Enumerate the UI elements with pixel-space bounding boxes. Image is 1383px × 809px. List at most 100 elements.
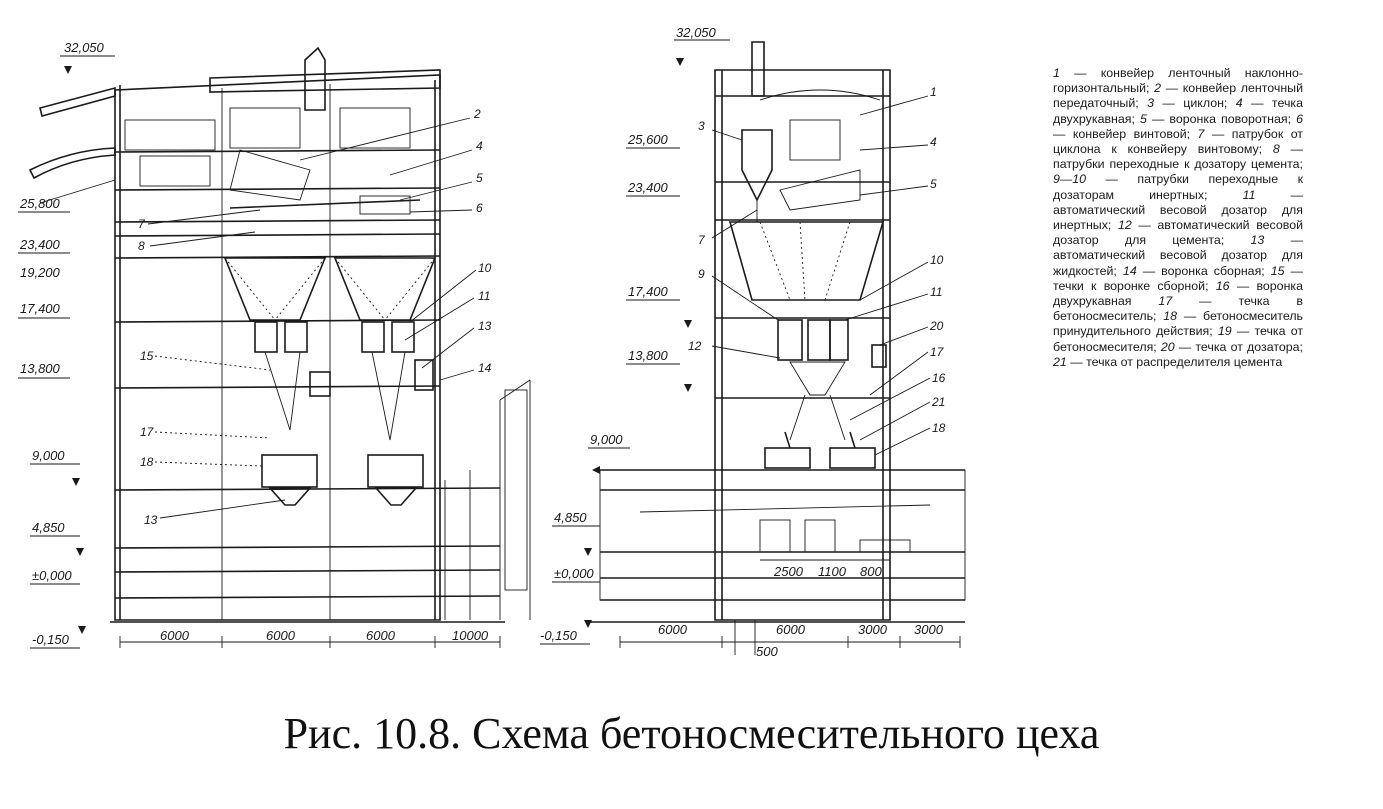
legend: 1 — конвейер ленточный наклонно-горизонт…	[1053, 66, 1303, 370]
elevation-label: 13,800	[628, 348, 669, 363]
callout-number: 13	[144, 513, 158, 527]
elevation-label: ±0,000	[554, 566, 594, 581]
inclined-conveyor-1	[39, 86, 116, 117]
figure-caption: Рис. 10.8. Схема бетоносмесительного цех…	[283, 709, 1100, 758]
elevation-label: 23,400	[19, 237, 61, 252]
callout-number: 4	[476, 139, 483, 153]
callout-number: 7	[698, 233, 706, 247]
legend-item-text: — течка от распределителя цемента	[1066, 354, 1283, 369]
callout-number: 10	[930, 253, 944, 267]
callout-number: 11	[930, 285, 942, 299]
left-section	[28, 46, 531, 648]
callout-number: 17	[140, 425, 155, 439]
legend-item: 3 — циклон;	[1147, 96, 1236, 110]
legend-item-number: 4	[1235, 96, 1243, 111]
callout-number: 6	[476, 201, 483, 215]
legend-item-text: — течка в бетоносмеситель;	[1053, 294, 1304, 324]
elevation-label: 4,850	[32, 520, 65, 535]
left-stack	[304, 46, 326, 111]
callout-number: 2	[473, 107, 481, 121]
dimension-label: 6000	[266, 628, 296, 643]
legend-item-text: — бетоносмеситель принудительного действ…	[1053, 309, 1304, 339]
elevation-label: 19,200	[20, 265, 61, 280]
callout-number: 10	[478, 261, 492, 275]
legend-item: 8 — патрубки переходные к дозатору цемен…	[1053, 142, 1303, 171]
left-dimensions: 6000 6000 6000 10000	[160, 628, 489, 643]
dimension-label: 2500	[773, 564, 804, 579]
callout-number: 4	[930, 135, 937, 149]
right-stack	[751, 41, 765, 97]
dimension-label: 6000	[160, 628, 190, 643]
inclined-conveyor-2	[28, 147, 116, 180]
right-callouts: 1 3 4 5 7 9 10 11 12 20 17 16 21 18	[688, 85, 946, 456]
elevation-label: -0,150	[540, 628, 578, 643]
callout-number: 18	[932, 421, 946, 435]
legend-item-number: 15	[1270, 263, 1285, 278]
callout-number: 5	[476, 171, 483, 185]
legend-item: 21 — течка от распределителя цемента	[1053, 355, 1282, 369]
dimension-label: 6000	[366, 628, 396, 643]
legend-item-text: — течки к воронке сборной;	[1053, 263, 1303, 293]
legend-item-text: — воронка сборная;	[1136, 263, 1271, 278]
elevation-label: 25,600	[627, 132, 669, 147]
legend-item-text: — автоматический весовой дозатор для цем…	[1053, 218, 1304, 248]
elevation-label: 32,050	[64, 40, 105, 55]
right-elevation-marks: 32,050 25,600 23,400 17,400 13,800 9,000…	[540, 25, 730, 645]
legend-item: 13 — автоматический весовой дозатор для …	[1053, 233, 1303, 277]
legend-item: 2 — конвейер ленточный передаточный;	[1053, 81, 1303, 110]
legend-item-number: 17	[1158, 294, 1173, 309]
legend-item: 11 — автоматический весовой дозатор для …	[1053, 188, 1303, 232]
callout-number: 15	[140, 349, 154, 363]
legend-item-number: 1	[1053, 66, 1060, 80]
legend-item-number: 19	[1217, 324, 1232, 339]
dimension-label: 6000	[776, 622, 806, 637]
legend-item-text: — автоматический весовой дозатор для жид…	[1053, 233, 1303, 278]
callout-number: 7	[138, 217, 146, 231]
dimension-label: 6000	[658, 622, 688, 637]
legend-item-text: — течка от бетоносмесителя;	[1053, 324, 1304, 354]
legend-item: 7 — патрубок от циклона к конвейеру винт…	[1053, 127, 1303, 156]
left-bunker-1	[223, 257, 327, 321]
dimension-label: 1100	[818, 564, 847, 579]
legend-item-number: 11	[1242, 187, 1256, 202]
elevation-label: 17,400	[628, 284, 669, 299]
legend-item: 6 — конвейер винтовой;	[1053, 112, 1303, 141]
legend-item: 18 — бетоносмеситель принудительного дей…	[1053, 309, 1303, 338]
elevation-label: 25,800	[19, 196, 61, 211]
legend-item-text: — циклон;	[1154, 96, 1236, 111]
dimension-label: 500	[756, 644, 778, 659]
legend-item-number: 18	[1163, 309, 1178, 324]
legend-item-number: 9—10	[1053, 172, 1087, 187]
legend-item: 5 — воронка поворотная;	[1140, 112, 1296, 126]
callout-number: 8	[138, 239, 145, 253]
legend-item-text: — конвейер ленточный наклонно-горизонтал…	[1053, 66, 1303, 96]
legend-item-text: — течка от дозатора;	[1174, 339, 1303, 354]
legend-item-text: — патрубки переходные к дозаторам инертн…	[1053, 172, 1303, 202]
left-mixer-1	[261, 454, 318, 488]
callout-number: 1	[930, 85, 937, 99]
left-elevation-marks: 32,050 25,800 23,400 19,200 17,400 13,80…	[18, 40, 115, 649]
legend-item-text: — воронка поворотная;	[1146, 111, 1297, 126]
legend-item-number: 16	[1215, 278, 1230, 293]
elevation-label: ±0,000	[32, 568, 72, 583]
legend-item-number: 20	[1160, 339, 1175, 354]
callout-number: 9	[698, 267, 705, 281]
legend-item-number: 12	[1117, 218, 1132, 233]
legend-item: 20 — течка от дозатора;	[1161, 340, 1303, 354]
right-mixer-2	[829, 447, 876, 469]
legend-item: 17 — течка в бетоносмеситель;	[1053, 294, 1303, 323]
left-building-outline	[114, 74, 441, 621]
elevation-label: 9,000	[590, 432, 623, 447]
legend-item: 15 — течки к воронке сборной;	[1053, 264, 1303, 293]
legend-item: 14 — воронка сборная;	[1123, 264, 1271, 278]
callout-number: 11	[478, 289, 490, 303]
legend-item-number: 2	[1154, 81, 1162, 96]
legend-item-number: 5	[1140, 111, 1147, 126]
left-callouts: 2 4 5 6 7 8 10 11 13 14 15 17 18 13	[138, 107, 492, 527]
elevation-label: -0,150	[32, 632, 70, 647]
legend-item-text: — конвейер винтовой;	[1053, 126, 1198, 141]
elevation-label: 13,800	[20, 361, 61, 376]
right-mixer-1	[764, 447, 811, 469]
legend-item-number: 3	[1147, 96, 1155, 111]
elevation-label: 23,400	[627, 180, 669, 195]
